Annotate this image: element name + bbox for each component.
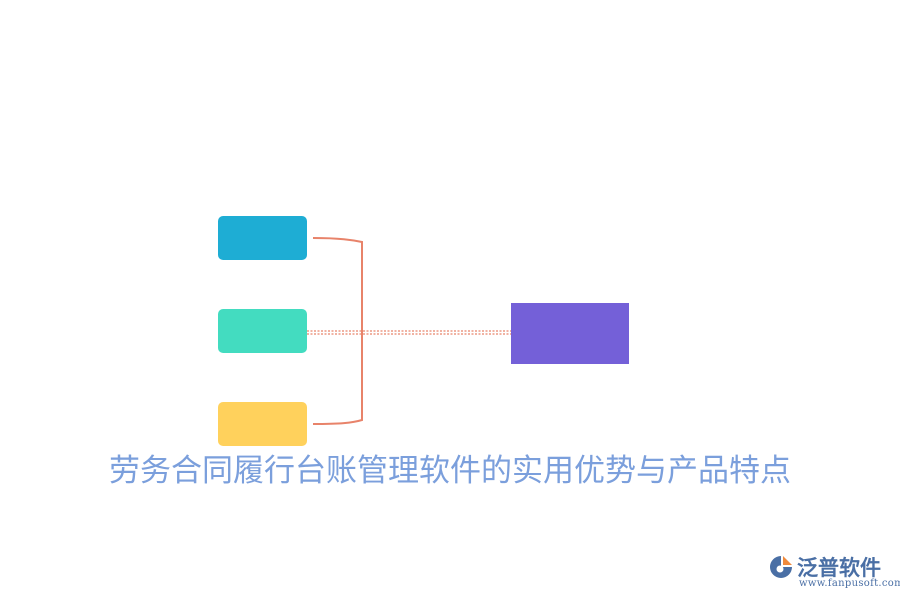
logo-url: www.fanpusoft.com (799, 578, 900, 589)
node-box-blue (218, 216, 307, 260)
node-box-yellow (218, 402, 307, 446)
bracket-line (312, 237, 363, 425)
node-box-purple (511, 303, 629, 364)
fanpu-logo-icon (770, 556, 792, 578)
diagram-title: 劳务合同履行台账管理软件的实用优势与产品特点 (109, 453, 791, 489)
node-box-teal (218, 309, 307, 353)
brand-logo[interactable]: 泛普软件 www.fanpusoft.com (766, 552, 900, 594)
logo-name: 泛普软件 (797, 556, 881, 580)
